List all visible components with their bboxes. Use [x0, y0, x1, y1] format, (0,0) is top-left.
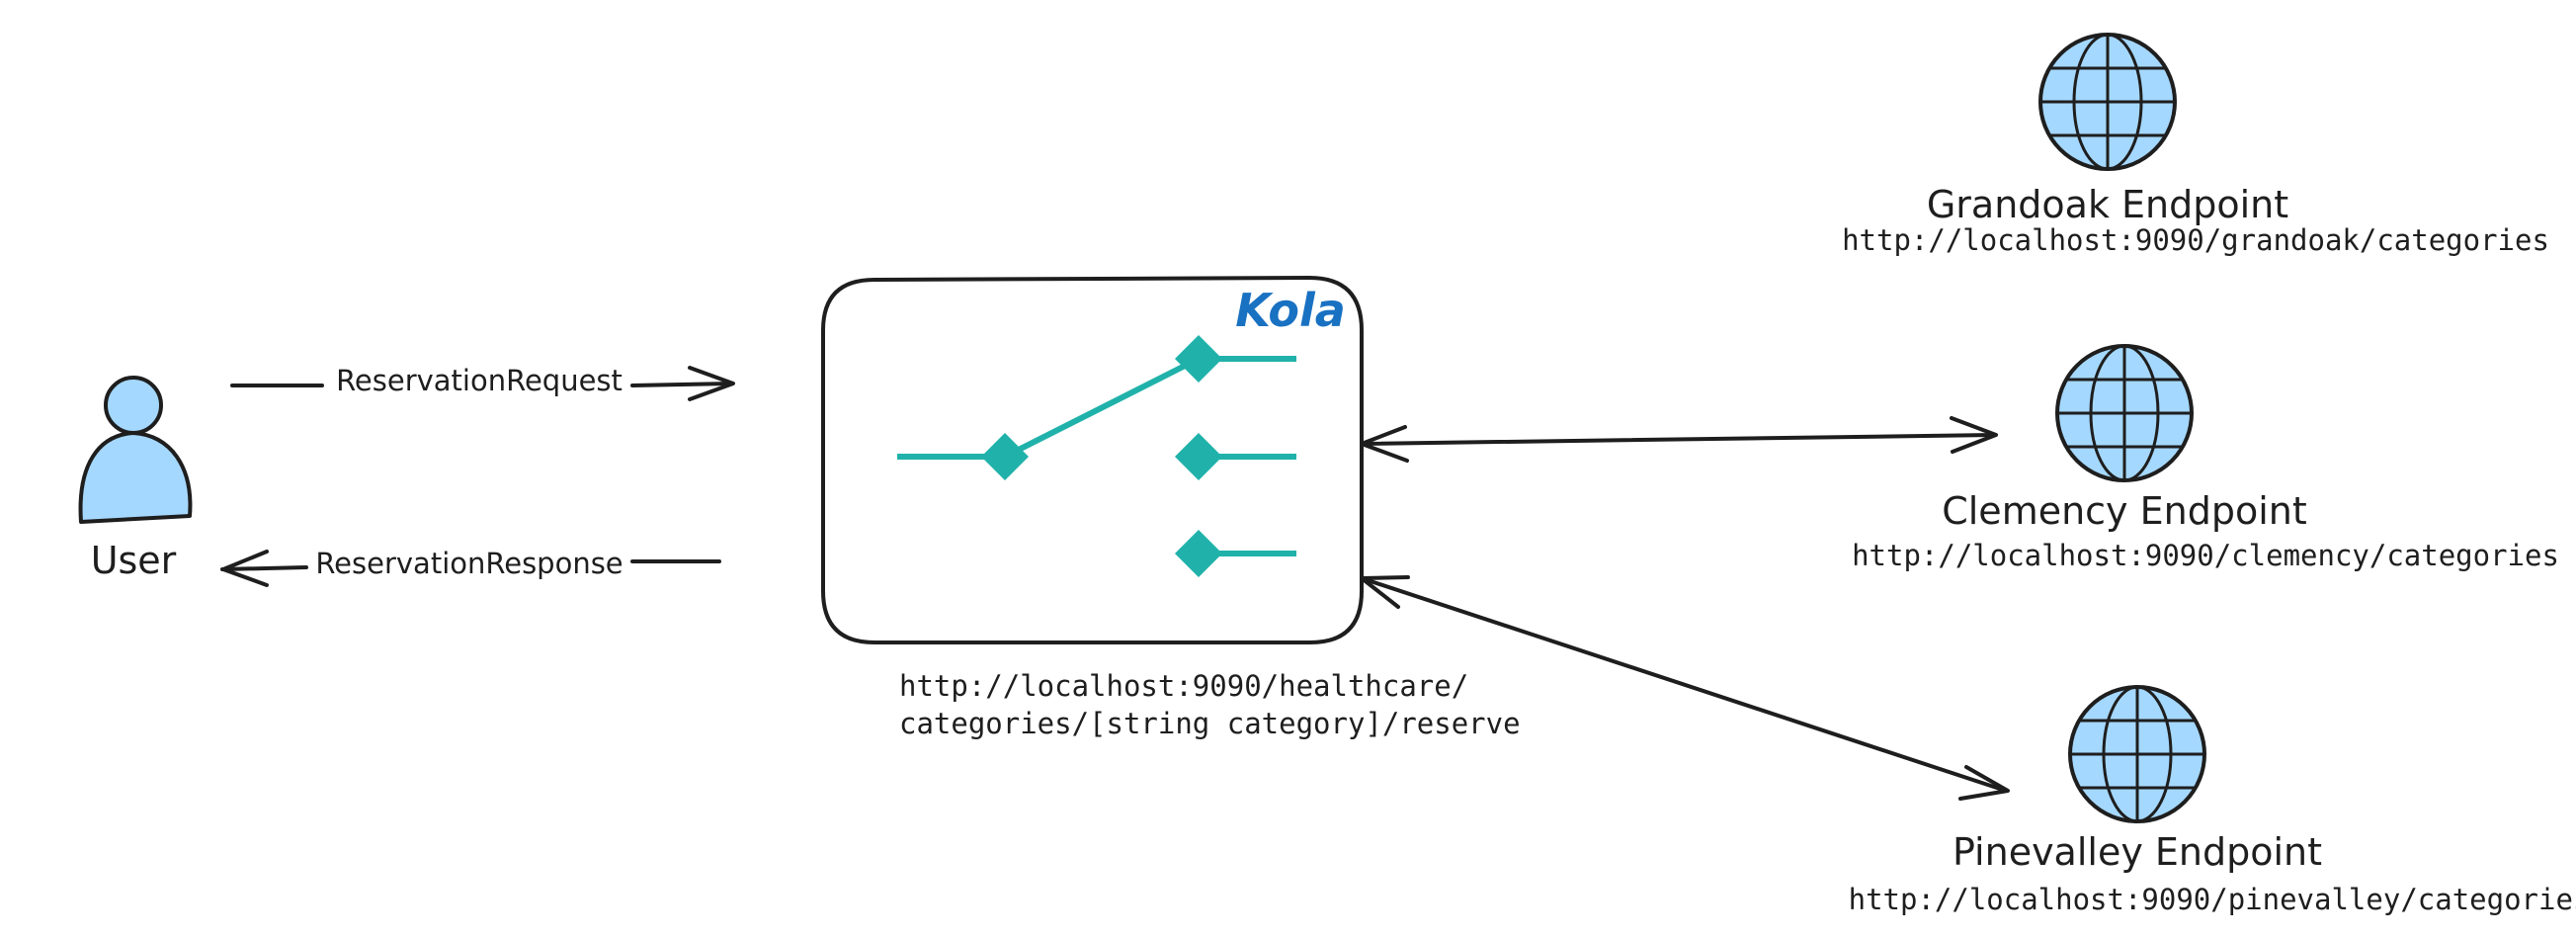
endpoint-url-grandoak: http://localhost:9090/grandoak/categorie…: [1842, 223, 2549, 257]
switch-router-icon: [897, 335, 1296, 577]
endpoint-url-pinevalley: http://localhost:9090/pinevalley/categor…: [1849, 883, 2576, 916]
response-label: ReservationResponse: [315, 547, 623, 580]
endpoint-name-grandoak: Grandoak Endpoint: [1927, 183, 2288, 226]
endpoint-name-clemency: Clemency Endpoint: [1942, 489, 2307, 533]
pinevalley-arrow: [1360, 575, 2010, 801]
user-label: User: [91, 539, 177, 582]
user-icon: [78, 376, 193, 524]
request-arrow: [230, 366, 735, 401]
request-label: ReservationRequest: [336, 364, 623, 397]
endpoint-url-clemency: http://localhost:9090/clemency/categorie…: [1852, 539, 2559, 572]
response-arrow: [220, 550, 721, 587]
kola-title: Kola: [1235, 284, 1346, 337]
clemency-arrow: [1360, 416, 1998, 463]
service-url-line1: http://localhost:9090/healthcare/: [899, 669, 1468, 703]
globe-icon: [2038, 33, 2177, 171]
globe-icon: [2068, 685, 2206, 823]
endpoint-name-pinevalley: Pinevalley Endpoint: [1953, 830, 2322, 874]
service-url-line2: categories/[string category]/reserve: [899, 707, 1521, 740]
globe-icon: [2055, 344, 2194, 482]
